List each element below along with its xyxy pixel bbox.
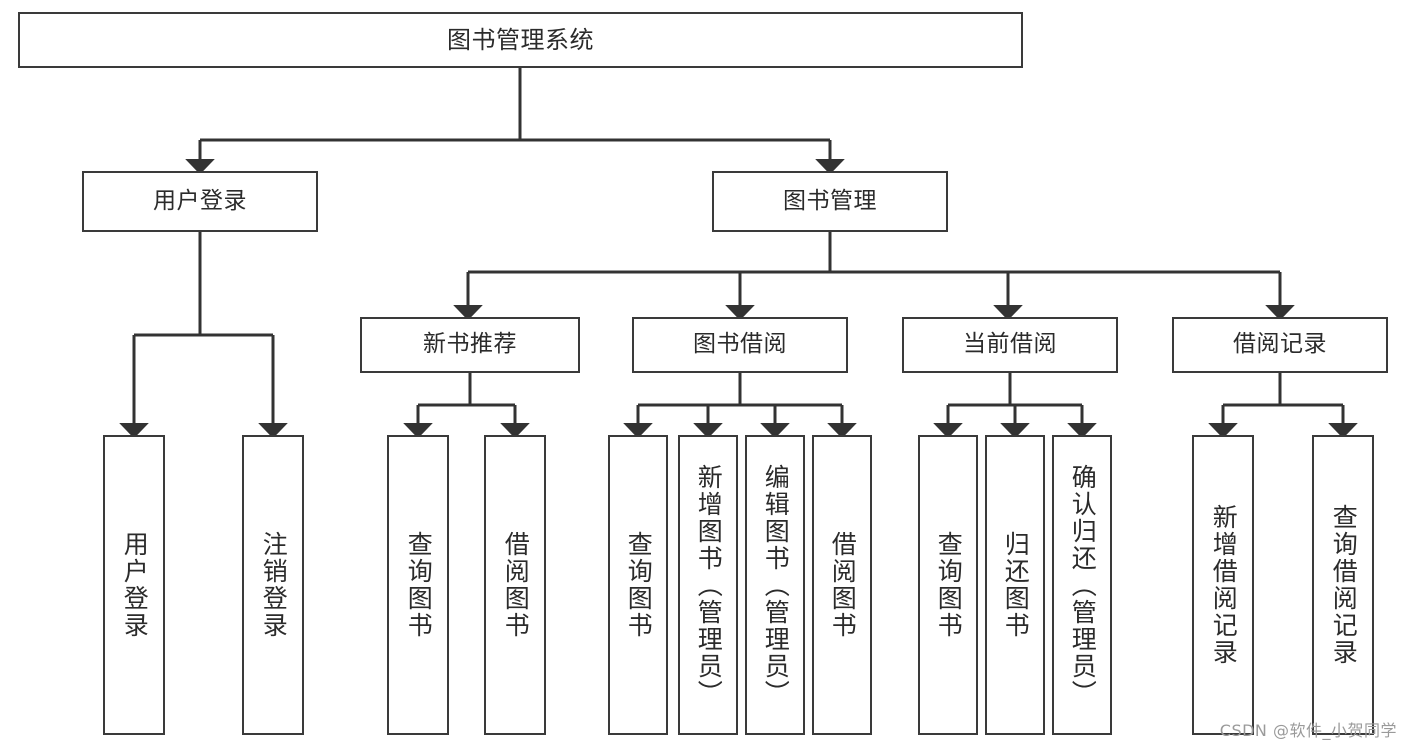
edge-root-to-level2 (185, 68, 845, 175)
node-leaf-query-book-cur-label: 查询图书 (934, 531, 964, 639)
node-leaf-borrow-book-label: 借阅图书 (828, 531, 858, 639)
node-leaf-query-book-borrow[interactable]: 查询图书 (608, 435, 668, 735)
node-leaf-query-book-cur[interactable]: 查询图书 (918, 435, 978, 735)
node-leaf-user-login[interactable]: 用户登录 (103, 435, 165, 735)
node-book-manage-label: 图书管理 (783, 187, 877, 214)
node-leaf-edit-book[interactable]: 编辑图书（管理员） (745, 435, 805, 735)
node-book-manage[interactable]: 图书管理 (712, 171, 948, 232)
node-current-borrow-label: 当前借阅 (963, 331, 1057, 358)
edge-user-login-to-leaves (119, 232, 288, 439)
edge-book-borrow-to-leaves (623, 373, 857, 439)
node-leaf-query-book-rec-label: 查询图书 (404, 531, 434, 639)
csdn-watermark: CSDN @软件_小贺同学 (1219, 721, 1397, 740)
node-leaf-return-book[interactable]: 归还图书 (985, 435, 1045, 735)
node-leaf-add-record[interactable]: 新增借阅记录 (1192, 435, 1254, 735)
edge-borrow-record-to-leaves (1208, 373, 1358, 439)
node-leaf-user-login-label: 用户登录 (120, 531, 150, 639)
node-user-login-label: 用户登录 (153, 187, 247, 214)
node-new-book-rec[interactable]: 新书推荐 (360, 317, 580, 373)
node-current-borrow[interactable]: 当前借阅 (902, 317, 1118, 373)
node-leaf-confirm-return[interactable]: 确认归还（管理员） (1052, 435, 1112, 735)
node-leaf-query-record-label: 查询借阅记录 (1329, 504, 1359, 666)
node-leaf-query-book-borrow-label: 查询图书 (624, 531, 654, 639)
node-leaf-borrow-book-rec-label: 借阅图书 (501, 531, 531, 639)
node-borrow-record[interactable]: 借阅记录 (1172, 317, 1388, 373)
node-leaf-logout-label: 注销登录 (259, 531, 289, 639)
edge-book-manage-to-level3 (453, 232, 1295, 321)
node-root[interactable]: 图书管理系统 (18, 12, 1023, 68)
node-book-borrow[interactable]: 图书借阅 (632, 317, 848, 373)
node-leaf-add-record-label: 新增借阅记录 (1209, 504, 1239, 666)
node-leaf-borrow-book-rec[interactable]: 借阅图书 (484, 435, 546, 735)
node-borrow-record-label: 借阅记录 (1233, 331, 1327, 358)
node-root-label: 图书管理系统 (447, 25, 594, 54)
edge-current-borrow-to-leaves (933, 373, 1097, 439)
node-leaf-logout[interactable]: 注销登录 (242, 435, 304, 735)
node-leaf-add-book-label: 新增图书（管理员） (694, 463, 724, 707)
node-new-book-rec-label: 新书推荐 (423, 331, 517, 358)
node-leaf-query-book-rec[interactable]: 查询图书 (387, 435, 449, 735)
node-leaf-edit-book-label: 编辑图书（管理员） (761, 463, 791, 707)
edge-new-book-rec-to-leaves (403, 373, 530, 439)
node-leaf-query-record[interactable]: 查询借阅记录 (1312, 435, 1374, 735)
node-leaf-return-book-label: 归还图书 (1001, 531, 1031, 639)
node-user-login[interactable]: 用户登录 (82, 171, 318, 232)
node-leaf-add-book[interactable]: 新增图书（管理员） (678, 435, 738, 735)
node-book-borrow-label: 图书借阅 (693, 331, 787, 358)
node-leaf-borrow-book[interactable]: 借阅图书 (812, 435, 872, 735)
node-leaf-confirm-return-label: 确认归还（管理员） (1068, 463, 1098, 707)
